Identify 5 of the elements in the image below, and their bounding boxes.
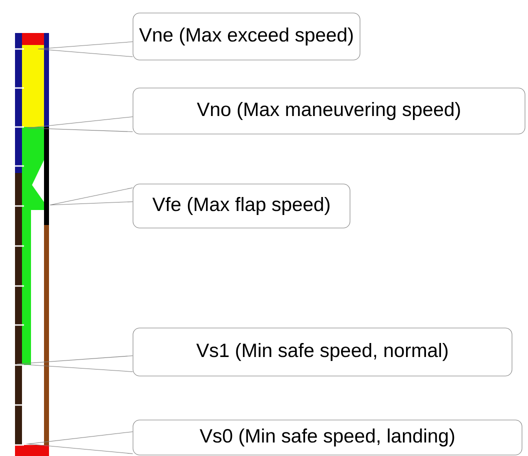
- callout-bubble: Vno (Max maneuvering speed): [132, 88, 526, 134]
- callout-bubble: Vne (Max exceed speed): [132, 12, 360, 60]
- callout-bubble: Vfe (Max flap speed): [132, 184, 350, 228]
- callout-bubble: Vs0 (Min safe speed, landing): [132, 420, 522, 456]
- callout-bubble: Vs1 (Min safe speed, normal): [132, 328, 512, 376]
